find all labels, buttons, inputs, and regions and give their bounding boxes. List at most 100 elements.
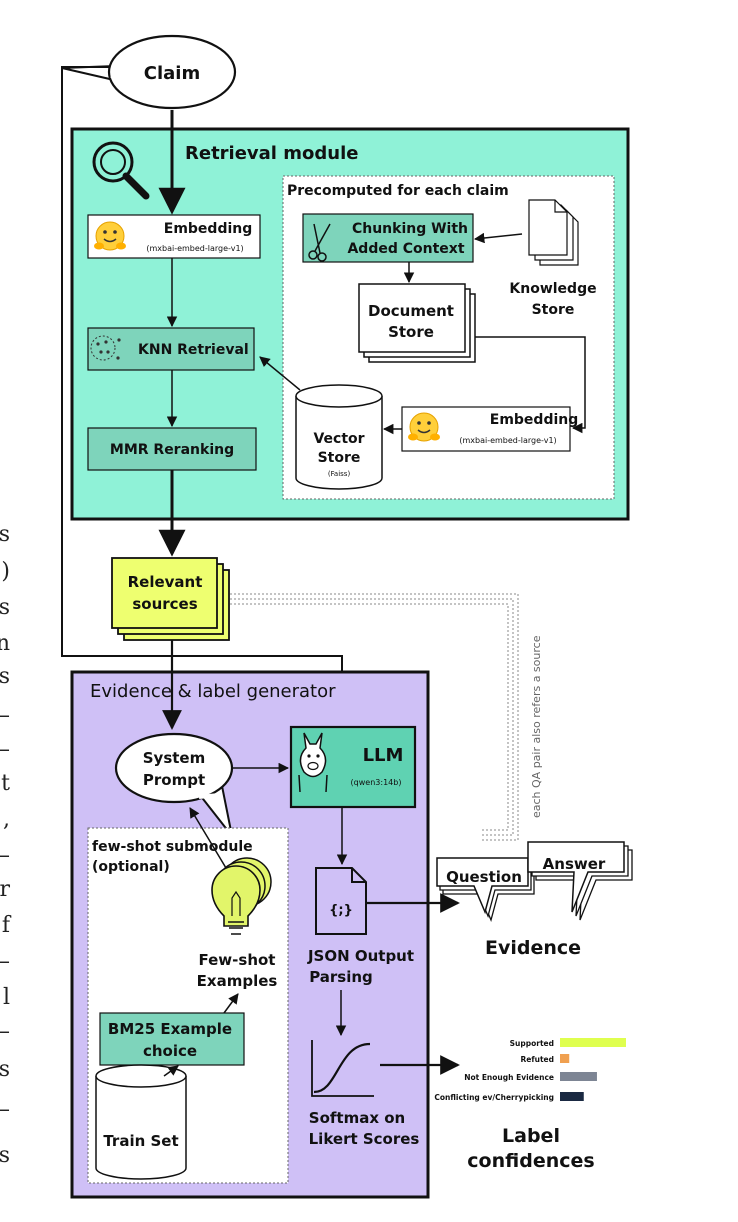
arrow-docstore-embedding [475, 336, 586, 434]
mmr-reranking-label: MMR Reranking [110, 442, 234, 458]
document-store-stack [358, 283, 476, 363]
softmax-line1: Softmax on [309, 1109, 405, 1127]
knn-retrieval-box [87, 327, 255, 371]
json-output-line2: Parsing [309, 968, 373, 986]
hugging-face-icon [94, 221, 126, 251]
margin-glyph: ) [1, 559, 10, 584]
margin-glyph: , [3, 807, 10, 832]
confidence-label: Conflicting ev/Cherrypicking [434, 1093, 554, 1102]
margin-glyph: – [0, 737, 10, 762]
cluster-icon [90, 335, 121, 361]
system-prompt-bubble [114, 732, 234, 837]
embedding-label: Embedding [164, 221, 253, 237]
fewshot-examples-line1: Few-shot [199, 951, 276, 969]
scissors-icon [308, 223, 331, 262]
margin-glyph: s [0, 1057, 10, 1082]
confidence-bar [560, 1092, 584, 1101]
bm25-line2: choice [143, 1042, 197, 1060]
margin-glyph: s [0, 664, 10, 689]
margin-glyph: – [0, 703, 10, 728]
bm25-line1: BM25 Example [108, 1020, 232, 1038]
confidence-label: Not Enough Evidence [464, 1073, 554, 1082]
margin-glyph: l [3, 985, 10, 1010]
precomputed-title: Precomputed for each claim [287, 183, 509, 199]
relevant-sources-stack [111, 557, 230, 641]
confidence-bar [560, 1038, 626, 1047]
margin-glyph: – [0, 1097, 10, 1122]
system-prompt-line2: Prompt [143, 771, 205, 789]
source-reference-dotted-path [230, 593, 519, 841]
arrow-knowledge-chunking [473, 232, 523, 244]
hugging-face-icon-2 [408, 412, 440, 442]
document-store-line1: Document [368, 302, 454, 320]
margin-glyph: f [2, 913, 12, 938]
evidence-label: Evidence [485, 937, 581, 959]
vector-store-sub: (Faiss) [328, 470, 351, 478]
relevant-sources-line2: sources [132, 595, 197, 613]
chunking-line2: Added Context [347, 241, 464, 257]
knowledge-store-line2: Store [532, 302, 575, 318]
embedding-model: (mxbai-embed-large-v1) [146, 244, 243, 253]
vector-store-line2: Store [318, 450, 361, 466]
confidence-label: Refuted [520, 1055, 554, 1064]
retrieval-module-title: Retrieval module [185, 143, 358, 164]
side-note: each QA pair also refers a source [530, 635, 543, 818]
json-output-line1: JSON Output [307, 947, 414, 965]
softmax-line2: Likert Scores [309, 1130, 420, 1148]
embedding2-label: Embedding [490, 412, 579, 428]
claim-label: Claim [144, 63, 200, 84]
database-icon [295, 384, 383, 490]
arrow-vector-knn [259, 356, 301, 391]
fewshot-examples-line2: Examples [197, 972, 278, 990]
llama-icon [298, 732, 328, 793]
margin-glyph: n [0, 631, 10, 656]
answer-bubble [527, 841, 633, 921]
relevant-sources-line1: Relevant [128, 573, 203, 591]
document-store-line2: Store [388, 323, 434, 341]
bm25-box [99, 1012, 245, 1066]
generator-title: Evidence & label generator [90, 681, 336, 702]
json-file-glyph: {;} [329, 903, 353, 918]
vector-store-line1: Vector [313, 431, 364, 447]
knowledge-store-line1: Knowledge [509, 281, 596, 297]
margin-glyph: – [0, 843, 10, 868]
confidence-bar [560, 1054, 570, 1063]
arrow-trainset-bm25 [163, 1065, 179, 1077]
fewshot-title-line2: (optional) [92, 859, 170, 875]
margin-glyph: – [0, 949, 10, 974]
documents-icon [528, 199, 579, 266]
answer-label: Answer [543, 855, 606, 873]
confidence-bar [560, 1072, 597, 1081]
llm-model: (qwen3:14b) [351, 778, 402, 787]
confidences-title-line2: confidences [467, 1150, 594, 1172]
margin-glyph: s [0, 595, 10, 620]
margin-glyph: s [0, 1143, 10, 1168]
knn-retrieval-label: KNN Retrieval [138, 342, 249, 358]
claim-speech-bubble [61, 34, 237, 110]
margin-glyph: t [1, 771, 10, 796]
train-set-database-icon [95, 1064, 187, 1180]
question-label: Question [446, 868, 522, 886]
chunking-line1: Chunking With [352, 221, 468, 237]
system-prompt-line1: System [143, 749, 205, 767]
train-set-label: Train Set [103, 1132, 178, 1150]
arrow-bm25-examples [223, 993, 239, 1014]
arrow-bulb-system [189, 807, 227, 869]
chunking-box [302, 213, 474, 263]
confidence-label: Supported [510, 1039, 554, 1048]
embedding2-model: (mxbai-embed-large-v1) [459, 436, 556, 445]
sigmoid-plot-icon [311, 1040, 374, 1097]
margin-glyph: r [0, 877, 10, 902]
fewshot-title-line1: few-shot submodule [92, 839, 253, 855]
lightbulb-icon [211, 857, 272, 935]
magnifier-icon [92, 141, 150, 200]
mmr-reranking-box [87, 427, 257, 471]
confidences-title-line1: Label [502, 1125, 560, 1147]
left-margin-text: s)sns––t,–rf–l–s–s [0, 522, 12, 1168]
margin-glyph: – [0, 1019, 10, 1044]
margin-glyph: s [0, 522, 10, 547]
json-file-icon [315, 867, 367, 935]
llm-label: LLM [363, 745, 404, 766]
